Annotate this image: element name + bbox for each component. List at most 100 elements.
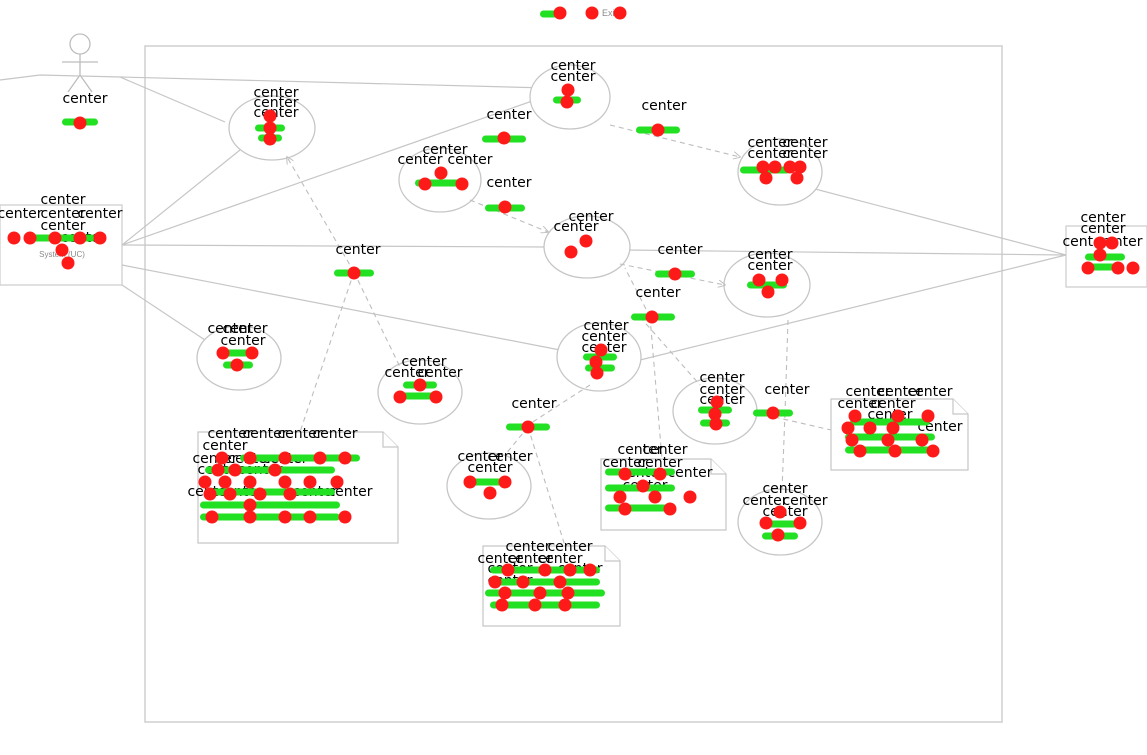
point-marker <box>497 131 511 145</box>
marker-label: center <box>511 396 557 412</box>
point-marker <box>773 505 787 519</box>
marker-label: center <box>467 460 513 476</box>
point-marker <box>455 177 469 191</box>
point-marker <box>790 171 804 185</box>
point-marker <box>303 510 317 524</box>
marker-label: center <box>207 426 253 442</box>
marker-label: center <box>384 365 430 381</box>
point-marker <box>215 451 229 465</box>
marker-label: center <box>486 107 532 123</box>
point-marker <box>73 116 87 130</box>
marker-label: center <box>401 354 447 370</box>
point-marker <box>223 487 237 501</box>
point-marker <box>413 378 427 392</box>
point-marker <box>538 563 552 577</box>
point-marker <box>216 346 230 360</box>
use-case <box>446 452 532 520</box>
point-marker <box>648 490 662 504</box>
point-marker <box>533 586 547 600</box>
point-marker <box>283 487 297 501</box>
marker-label: center <box>747 135 793 151</box>
point-marker <box>93 231 107 245</box>
marker-label: center <box>202 438 248 454</box>
marker-label: center <box>222 321 268 337</box>
point-marker <box>211 463 225 477</box>
point-marker <box>618 467 632 481</box>
point-marker <box>498 586 512 600</box>
marker-label: center <box>870 396 916 412</box>
associations <box>0 74 1067 361</box>
point-marker <box>278 510 292 524</box>
marker-label: center <box>782 135 828 151</box>
point-marker <box>243 510 257 524</box>
marker-label: center <box>747 258 793 274</box>
point-marker <box>881 433 895 447</box>
point-marker <box>228 463 242 477</box>
marker-label: center <box>335 242 381 258</box>
marker-label: center <box>845 384 891 400</box>
marker-label: center <box>550 69 596 85</box>
point-marker <box>561 83 575 97</box>
point-marker <box>263 109 277 123</box>
point-marker <box>418 177 432 191</box>
marker-label: center <box>422 142 468 158</box>
marker-label: center <box>220 333 266 349</box>
pill-marker <box>224 349 252 357</box>
point-marker <box>243 498 257 512</box>
point-marker <box>338 451 352 465</box>
marker-label: center <box>253 95 299 111</box>
marker-label: center <box>207 321 253 337</box>
legend-label: Exit <box>602 8 618 18</box>
point-marker <box>268 463 282 477</box>
point-marker <box>1111 261 1125 275</box>
point-marker <box>347 266 361 280</box>
marker-label: center <box>642 442 688 458</box>
point-marker <box>498 200 512 214</box>
marker-label: center <box>40 206 86 222</box>
point-marker <box>303 475 317 489</box>
point-marker <box>278 451 292 465</box>
marker-label: center <box>657 242 703 258</box>
marker-label: center <box>550 58 596 74</box>
point-marker <box>558 598 572 612</box>
marker-label: center <box>40 192 86 208</box>
pill-marker <box>200 513 340 521</box>
point-marker <box>198 475 212 489</box>
marker-label: center <box>77 206 123 222</box>
marker-label: center <box>877 384 923 400</box>
point-marker <box>1081 261 1095 275</box>
marker-label: center <box>617 442 663 458</box>
marker-label: center <box>553 219 599 235</box>
pill-marker <box>401 392 439 400</box>
pill-marker <box>469 478 509 486</box>
note <box>600 458 727 531</box>
point-marker <box>230 358 244 372</box>
point-marker <box>218 475 232 489</box>
marker-label: center <box>635 285 681 301</box>
point-marker <box>498 475 512 489</box>
marker-label: center <box>742 493 788 509</box>
marker-label: center <box>641 98 687 114</box>
point-marker <box>771 528 785 542</box>
marker-label: center <box>277 426 323 442</box>
point-marker <box>594 343 608 357</box>
point-marker <box>560 95 574 109</box>
point-marker <box>434 166 448 180</box>
point-marker <box>888 444 902 458</box>
point-marker <box>793 160 807 174</box>
pill-marker <box>490 601 600 609</box>
point-marker <box>708 407 722 421</box>
point-marker <box>61 256 75 270</box>
marker-label: center <box>312 426 358 442</box>
marker-label: center <box>40 218 86 234</box>
point-marker <box>488 575 502 589</box>
point-marker <box>589 355 603 369</box>
system-boundary <box>144 45 1003 723</box>
point-marker <box>243 451 257 465</box>
point-marker <box>756 160 770 174</box>
marker-label: center <box>487 449 533 465</box>
point-marker <box>1093 236 1107 250</box>
point-marker <box>245 346 259 360</box>
